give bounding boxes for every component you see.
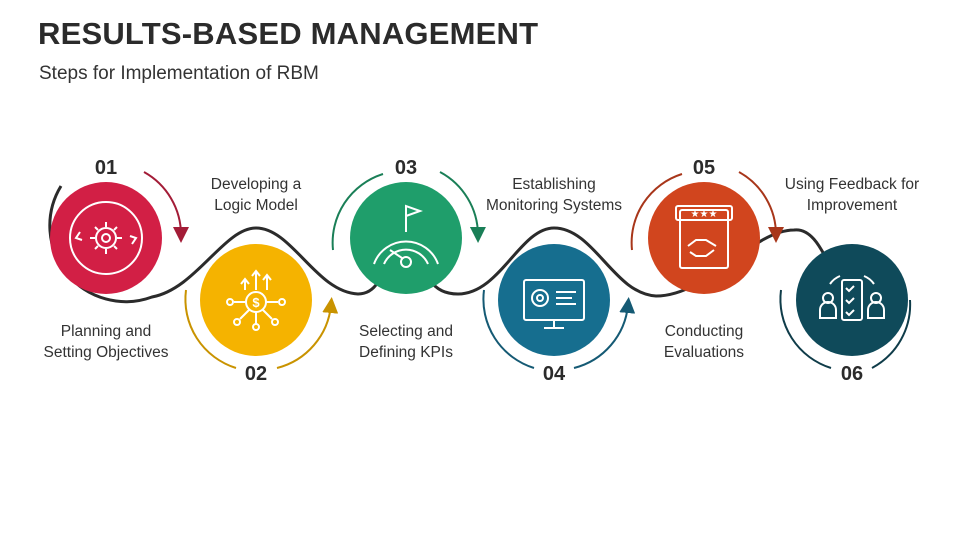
gauge-flag-icon (373, 204, 439, 268)
step-label-06-line2: Improvement (806, 197, 898, 214)
step-label-03: Selecting and Defining KPIs (321, 321, 491, 363)
step-label-01-line1: Planning and (60, 323, 152, 340)
arrow-arc-05-right (738, 171, 785, 243)
arrow-arc-03-left (331, 173, 384, 251)
arrow-arc-04-right (573, 297, 636, 369)
step-label-04-line2: Monitoring Systems (485, 197, 623, 214)
monitor-gear-icon (523, 279, 585, 329)
step-circle-04 (498, 244, 610, 356)
page-title: RESULTS-BASED MANAGEMENT (38, 16, 539, 51)
arrow-arc-02-left (184, 289, 237, 369)
step-number-04: 04 (543, 363, 566, 385)
svg-text:$: $ (252, 295, 260, 310)
step-label-05-line1: Conducting (664, 323, 744, 340)
arrow-arc-02-right (276, 297, 339, 369)
step-label-02-line1: Developing a (210, 176, 302, 193)
page-subtitle: Steps for Implementation of RBM (39, 63, 319, 84)
step-circle-02 (200, 244, 312, 356)
step-circle-05 (648, 182, 760, 294)
step-label-04-line1: Establishing (512, 176, 596, 193)
svg-text:★★★: ★★★ (691, 209, 718, 220)
step-label-01-line2: Setting Objectives (43, 344, 169, 361)
step-circle-03 (350, 182, 462, 294)
step-circle-01 (50, 182, 162, 294)
step-label-06: Using Feedback for Improvement (767, 174, 937, 216)
rating-handshake-icon: ★★★ (675, 205, 733, 269)
arrow-arc-06-left (779, 289, 832, 369)
step-number-05: 05 (693, 157, 715, 179)
arrow-arc-06-right (871, 299, 912, 369)
step-label-03-line1: Selecting and (359, 323, 453, 340)
step-number-02: 02 (245, 363, 267, 385)
step-label-05-line2: Evaluations (663, 344, 745, 361)
step-label-03-line2: Defining KPIs (359, 344, 453, 361)
gear-cycle-icon (74, 222, 138, 254)
arrow-arc-04-left (482, 289, 535, 369)
arrow-arc-01 (143, 171, 190, 243)
step-label-02-line2: Logic Model (214, 197, 298, 214)
dollar-network-growth-icon: $ (226, 269, 286, 331)
arrow-arc-05-left (630, 173, 683, 251)
step-label-02: Developing a Logic Model (171, 174, 341, 216)
step-label-04: Establishing Monitoring Systems (469, 174, 639, 216)
step-number-01: 01 (95, 157, 117, 179)
arrow-arc-03-right (439, 171, 486, 243)
step-number-03: 03 (395, 157, 417, 179)
people-checklist-icon (819, 275, 885, 321)
step-number-06: 06 (841, 363, 863, 385)
step-label-05: Conducting Evaluations (619, 321, 789, 363)
step-label-06-line1: Using Feedback for (784, 176, 920, 193)
step-label-01: Planning and Setting Objectives (21, 321, 191, 363)
